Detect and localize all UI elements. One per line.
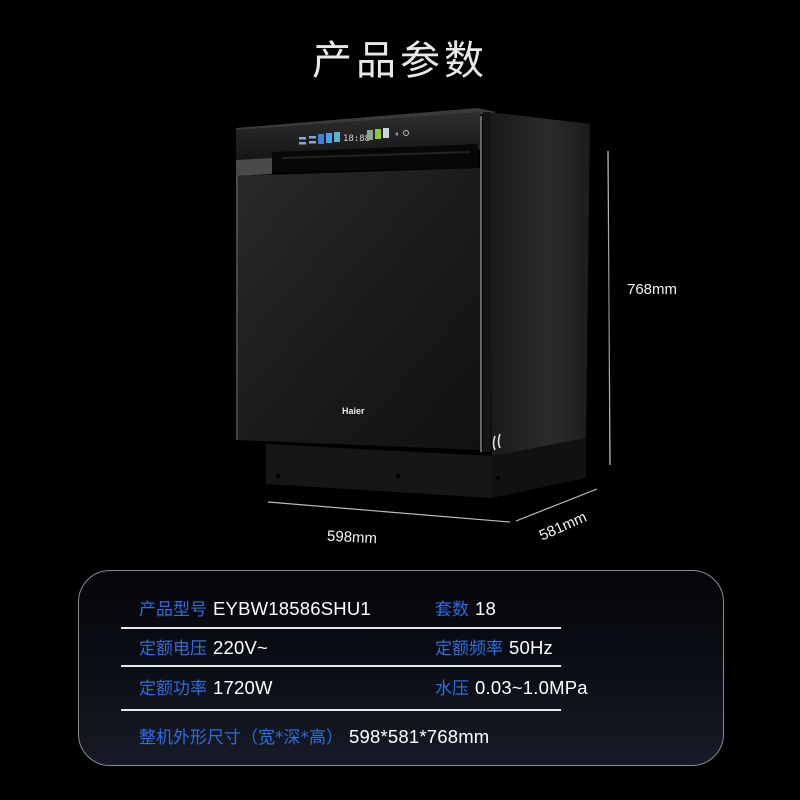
spec-label: 套数	[435, 599, 469, 620]
spec-label: 定额电压	[139, 638, 207, 659]
spec-value: 598*581*768mm	[349, 725, 490, 747]
spec-row: 定额功率 1720W 水压 0.03~1.0MPa	[139, 667, 723, 705]
spec-dimensions: 整机外形尺寸（宽*深*高） 598*581*768mm	[139, 723, 489, 748]
spec-value: 18	[475, 597, 496, 619]
spec-value: 220V~	[213, 636, 269, 658]
spec-value: 0.03~1.0MPa	[475, 676, 588, 698]
specs-card: 产品型号 EYBW18586SHU1 套数 18 定额电压 220V~ 定额频率…	[78, 570, 724, 766]
divider	[121, 709, 561, 711]
spec-water-pressure: 水压 0.03~1.0MPa	[435, 674, 588, 699]
spec-label: 整机外形尺寸（宽*深*高）	[139, 727, 343, 748]
divider	[121, 665, 561, 667]
control-panel-icons: 18:88 ⏸	[299, 128, 409, 145]
spec-value: 50Hz	[509, 636, 553, 658]
spec-label: 水压	[435, 678, 469, 699]
side-panel	[489, 112, 590, 468]
spec-rated-voltage: 定额电压 220V~	[139, 634, 268, 659]
dishwasher-image: 18:88 ⏸ Haier	[236, 108, 611, 523]
page-title: 产品参数	[312, 38, 488, 84]
spec-model: 产品型号 EYBW18586SHU1	[139, 595, 371, 620]
height-dimension-label: 768mm	[627, 281, 678, 298]
height-dimension-line	[607, 150, 611, 466]
spec-label: 产品型号	[139, 599, 207, 620]
spec-rated-frequency: 定额频率 50Hz	[435, 634, 553, 659]
width-dimension-line	[267, 501, 511, 523]
spec-place-settings: 套数 18	[435, 595, 496, 620]
width-dimension-label: 598mm	[326, 527, 378, 548]
haier-logo: Haier	[342, 406, 365, 416]
spec-value: 1720W	[213, 676, 273, 698]
spec-label: 定额频率	[435, 638, 503, 659]
depth-dimension-line	[515, 488, 598, 522]
spec-rated-power: 定额功率 1720W	[139, 674, 273, 699]
spec-value: EYBW18586SHU1	[213, 597, 371, 619]
svg-text:18:88: 18:88	[343, 134, 370, 144]
svg-text:⏸: ⏸	[395, 131, 399, 138]
spec-row: 产品型号 EYBW18586SHU1 套数 18	[139, 588, 723, 626]
divider	[121, 627, 561, 629]
spec-row: 整机外形尺寸（宽*深*高） 598*581*768mm	[139, 716, 723, 754]
spec-label: 定额功率	[139, 678, 207, 699]
spec-row: 定额电压 220V~ 定额频率 50Hz	[139, 627, 723, 665]
